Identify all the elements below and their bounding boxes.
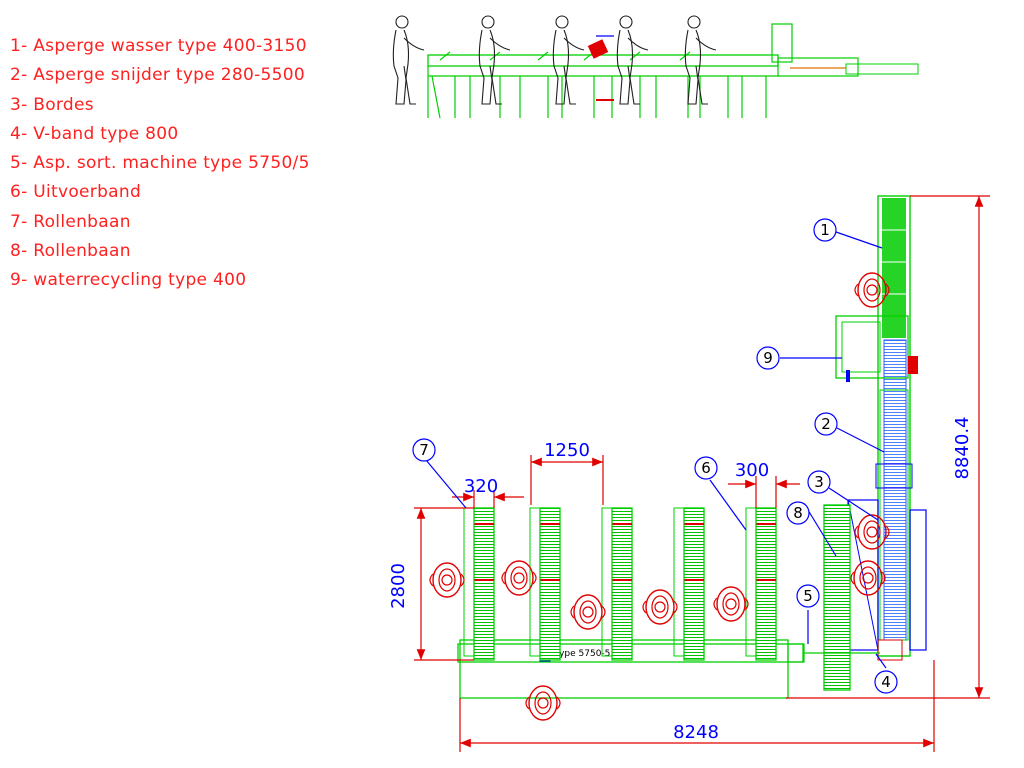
roller-conveyor-8: [823, 504, 851, 691]
balloon-7: 7: [419, 441, 429, 459]
legend-item: 8- Rollenbaan: [10, 241, 131, 262]
dimension-8248: 8248: [673, 722, 719, 743]
balloon-2: 2: [821, 415, 831, 433]
side-view: [392, 15, 919, 119]
dimension-320: 320: [464, 476, 498, 497]
dimension-300: 300: [735, 460, 769, 481]
legend-item: 5- Asp. sort. machine type 5750/5: [10, 153, 310, 174]
legend-item: 9- waterrecycling type 400: [10, 270, 247, 291]
balloon-3: 3: [814, 473, 824, 491]
balloon-8: 8: [793, 504, 803, 522]
balloon-9: 9: [763, 349, 773, 367]
dimension-2800: 2800: [388, 563, 409, 609]
dimension-1250: 1250: [544, 440, 590, 461]
legend-item: 1- Asperge wasser type 400-3150: [10, 36, 307, 56]
plan-main-line: [835, 195, 927, 661]
legend-item: 7- Rollenbaan: [10, 211, 131, 232]
output-conveyors: [429, 507, 777, 661]
legend-item: 6- Uitvoerband: [10, 182, 142, 203]
legend-item: 4- V-band type 800: [10, 123, 179, 144]
balloon-4: 4: [881, 673, 891, 691]
balloon-5: 5: [803, 587, 813, 605]
legend-item: 3- Bordes: [10, 94, 94, 115]
dimensions: [414, 195, 990, 752]
legend-list: 1- Asperge wasser type 400-3150 2- Asper…: [10, 32, 310, 296]
legend-item: 2- Asperge snijder type 280-5500: [10, 65, 305, 86]
machine-label: Type 5750-5: [554, 649, 610, 659]
sorting-machine: Type 5750-5: [457, 639, 880, 721]
dimension-8840: 8840.4: [952, 417, 973, 480]
balloon-1: 1: [820, 221, 830, 239]
balloons: 1 9 2 3 8 6 7 5 4: [412, 218, 898, 694]
balloon-6: 6: [701, 459, 711, 477]
